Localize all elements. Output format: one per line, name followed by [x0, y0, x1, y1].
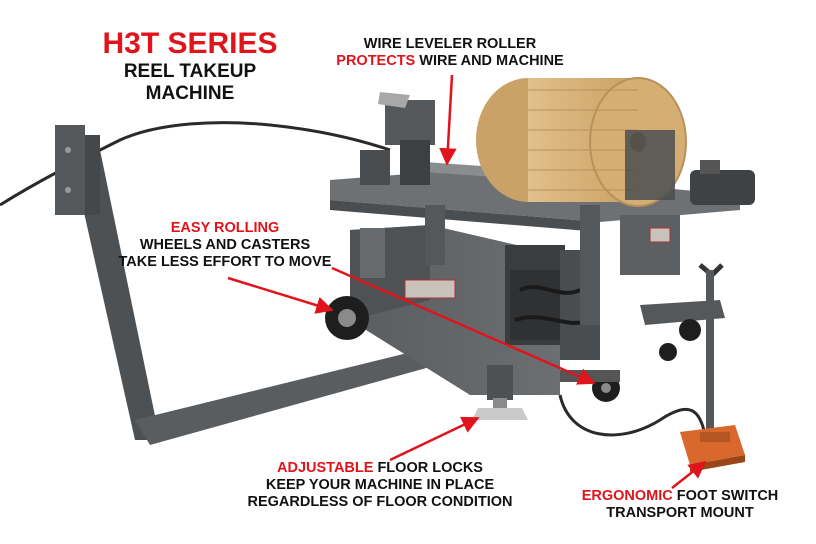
foot-switch-pedal	[680, 425, 745, 472]
subtitle-line-2: MACHINE	[145, 83, 235, 105]
callout-locks-line-2: KEEP YOUR MACHINE IN PLACE	[265, 477, 495, 494]
arrow-locks	[389, 416, 480, 462]
callout-rolling-highlight: EASY ROLLING	[170, 220, 280, 236]
callout-locks-line-1: ADJUSTABLE FLOOR LOCKS	[215, 460, 545, 477]
floor-lock	[472, 365, 528, 420]
callout-locks: ADJUSTABLE FLOOR LOCKS KEEP YOUR MACHINE…	[215, 460, 545, 511]
callout-locks-rest: FLOOR LOCKS	[373, 460, 483, 476]
callout-rolling: EASY ROLLING WHEELS AND CASTERS TAKE LES…	[95, 220, 355, 271]
subtitle-line-1: REEL TAKEUP	[123, 61, 257, 82]
foot-switch-cable	[558, 394, 707, 437]
transport-handle	[640, 263, 725, 430]
callout-roller-highlight: PROTECTS	[336, 53, 416, 70]
machine-subtitle: REEL TAKEUP MACHINE	[90, 61, 290, 106]
callout-roller: WIRE LEVELER ROLLER PROTECTS WIRE AND MA…	[300, 36, 600, 70]
callout-roller-line-1: WIRE LEVELER ROLLER	[363, 36, 537, 52]
callout-rolling-line-3: TAKE LESS EFFORT TO MOVE	[118, 254, 332, 271]
callout-locks-highlight: ADJUSTABLE	[277, 460, 374, 476]
callout-switch-line-1: ERGONOMIC FOOT SWITCH	[555, 488, 805, 505]
callout-switch-line-2: TRANSPORT MOUNT	[606, 505, 754, 522]
arrow-roller	[439, 74, 457, 166]
drive-motor	[690, 160, 755, 205]
arrow-rolling-left	[227, 276, 334, 314]
arrow-switch	[671, 460, 707, 489]
callout-switch-rest: FOOT SWITCH	[672, 488, 779, 504]
callout-switch-highlight: ERGONOMIC	[581, 488, 673, 504]
wooden-reel	[476, 77, 687, 207]
callout-rolling-line-2: WHEELS AND CASTERS	[139, 237, 311, 254]
series-title: H3T SERIES	[102, 27, 278, 60]
arrow-rolling-right	[331, 266, 596, 385]
callout-roller-line-2: PROTECTS WIRE AND MACHINE	[300, 53, 600, 70]
callout-switch: ERGONOMIC FOOT SWITCH TRANSPORT MOUNT	[555, 488, 805, 522]
callout-locks-line-3: REGARDLESS OF FLOOR CONDITION	[247, 494, 513, 511]
callout-roller-rest: WIRE AND MACHINE	[415, 53, 564, 70]
